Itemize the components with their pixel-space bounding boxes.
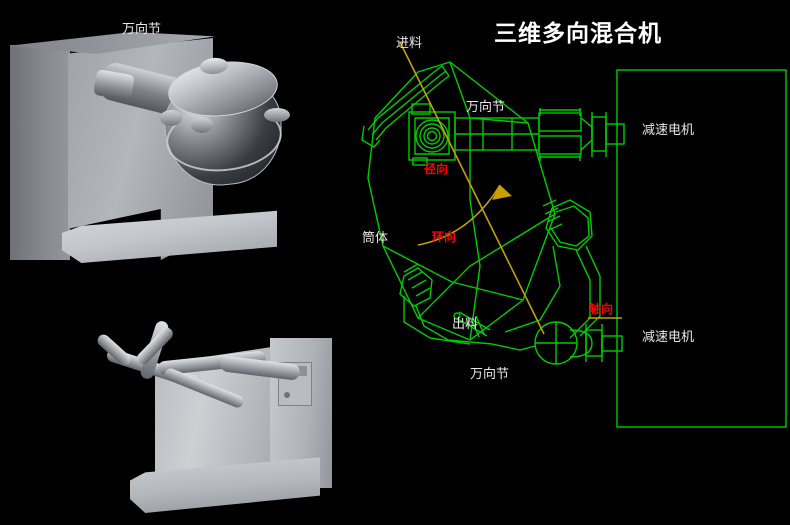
render-base-left-face [10, 45, 70, 260]
left-pivot-flange [399, 263, 493, 345]
label-universal-joint-bottom: 万向节 [470, 366, 510, 381]
render-universal-joint-label: 万向节 [122, 21, 162, 36]
lower-linkage [491, 343, 536, 351]
page-title: 三维多向混合机 [494, 20, 662, 46]
motor-enclosure-rect [616, 69, 787, 428]
render-drum-lug [160, 110, 182, 126]
circumferential-arrow-head [492, 185, 512, 200]
barrel-facet-line [417, 213, 556, 319]
universal-joint-lower [534, 321, 623, 365]
universal-joint-upper [408, 103, 456, 166]
render-drum-lug [264, 108, 290, 122]
upper-drive-shaft [454, 117, 540, 151]
inlet-nozzle [361, 65, 450, 148]
label-barrel: 筒体 [362, 230, 389, 245]
barrel-facet-line [382, 245, 524, 301]
machine-render-top [0, 0, 340, 300]
right-swing-arm [504, 199, 601, 339]
barrel-facet-line [469, 118, 481, 341]
photo-panel-display [298, 366, 307, 376]
upper-coupling-block [538, 108, 625, 161]
label-universal-joint-top: 万向节 [466, 99, 506, 114]
label-axial: 轴向 [589, 302, 614, 316]
label-outlet: 出料 [452, 316, 479, 331]
photo-panel-button [284, 392, 290, 398]
machine-photo-bottom [70, 300, 360, 525]
label-circumferential: 环向 [432, 230, 457, 244]
label-inlet: 进料 [396, 35, 423, 50]
render-drum-lug [191, 117, 213, 133]
circumferential-arrow-curve [417, 184, 501, 246]
spin-axis-line [399, 41, 545, 335]
outlet-nozzle [453, 311, 491, 338]
label-motor-top: 减速电机 [642, 122, 695, 137]
label-radial: 径向 [424, 162, 449, 176]
label-motor-bottom: 减速电机 [642, 329, 695, 344]
